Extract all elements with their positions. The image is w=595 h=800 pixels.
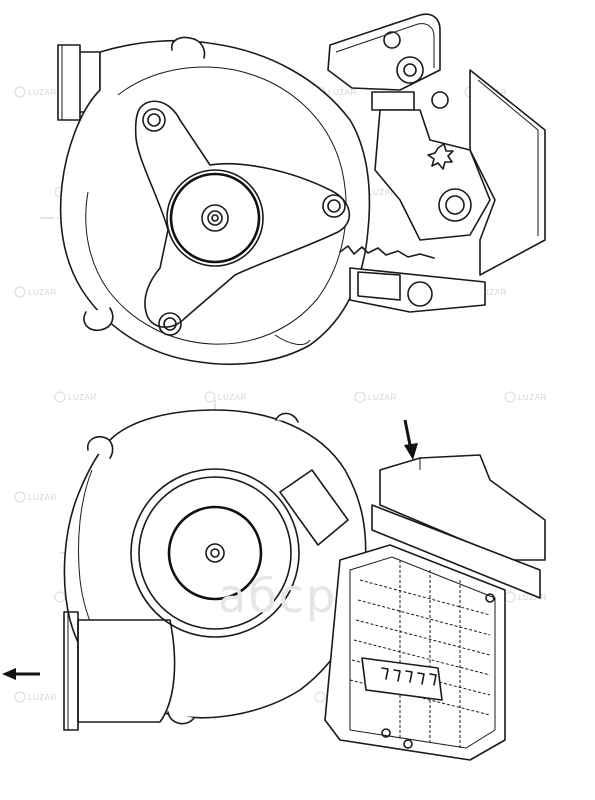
watermark-logo: LUZAR: [504, 391, 547, 403]
turbine-hub: [130, 468, 300, 638]
housing-boss-top: [170, 36, 206, 59]
outlet-arrow: [2, 668, 40, 680]
electric-actuator: [324, 454, 546, 761]
watermark-logo: LUZAR: [354, 391, 397, 403]
watermark-logo: LUZAR: [14, 86, 57, 98]
watermark-logo-text: LUZAR: [28, 88, 57, 97]
five-pin-connector: [361, 657, 443, 701]
watermark-logo-text: LUZAR: [328, 88, 357, 97]
watermark-logo-text: LUZAR: [518, 593, 547, 602]
watermark-logo: LUZAR: [14, 286, 57, 298]
mounting-plate: [134, 100, 351, 328]
housing-lobe-left: [86, 435, 114, 459]
bottom-view: aбcp: [60, 400, 546, 761]
shaft-hub: [166, 169, 264, 267]
watermark-logo: LUZAR: [14, 491, 57, 503]
outlet-duct: [63, 611, 176, 731]
watermark-logo-text: LUZAR: [28, 288, 57, 297]
watermark-logo-text: LUZAR: [68, 393, 97, 402]
watermark-logo: LUZAR: [204, 391, 247, 403]
watermark-logo: LUZAR: [14, 691, 57, 703]
watermark-logo-text: LUZAR: [28, 693, 57, 702]
inlet-arrow: [403, 419, 418, 460]
watermark-logo-text: LUZAR: [28, 493, 57, 502]
actuator-top: [327, 13, 546, 276]
watermark-logo-text: LUZAR: [478, 288, 507, 297]
mounting-hole-2: [322, 194, 346, 218]
mounting-hole-1: [142, 108, 166, 132]
watermark-logo-text: LUZAR: [518, 393, 547, 402]
housing-lobe-right: [275, 412, 299, 423]
watermark-logo-text: LUZAR: [218, 393, 247, 402]
watermark-logo: LUZAR: [54, 391, 97, 403]
housing-lobe-bottom: [167, 711, 195, 725]
wastegate-boss: [279, 469, 349, 546]
watermark-overlay-text: aбcp: [218, 569, 337, 623]
top-view: [40, 13, 546, 366]
mounting-hole-3: [158, 312, 182, 336]
housing-boss-bottom: [83, 307, 114, 332]
actuator-linkage: [274, 245, 486, 346]
watermark-logo-text: LUZAR: [368, 188, 397, 197]
watermark-logo-text: LUZAR: [368, 393, 397, 402]
